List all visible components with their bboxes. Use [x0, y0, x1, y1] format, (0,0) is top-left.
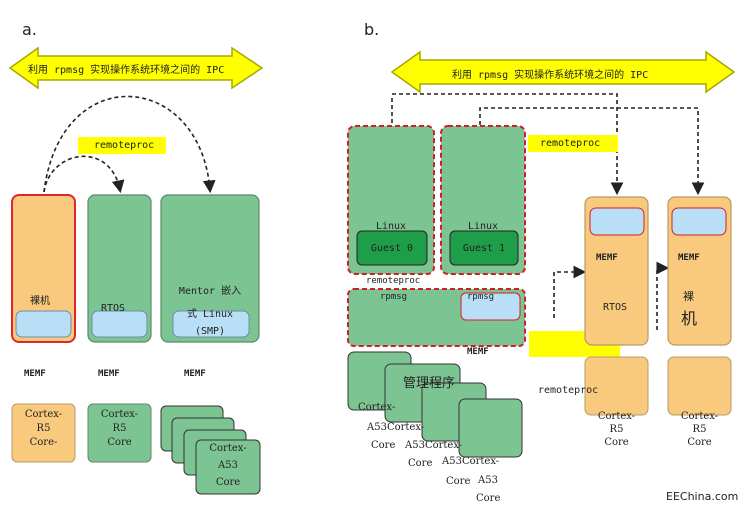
- remoteproc-arc-rtos: [43, 155, 125, 194]
- memf-bare-label-b: MEMF: [678, 253, 700, 263]
- remoteproc-arc-linux: [43, 95, 216, 194]
- ipc-banner-arrow-a: [8, 46, 264, 90]
- a53-text-9: Core: [476, 493, 501, 504]
- cortex-a53-stack-b4: [458, 398, 523, 458]
- mentor-label-line3: (SMP): [194, 326, 226, 337]
- remoteproc-label-b: remoteproc: [540, 138, 601, 149]
- watermark: EEChina.com: [666, 490, 739, 503]
- rpmsg-right-label: rpmsg: [467, 292, 495, 302]
- ipc-banner-arrow-b: [390, 50, 736, 94]
- a53-text-2: A53Cortex-: [367, 422, 425, 433]
- a53-text-6: A53Cortex-: [442, 456, 500, 467]
- mentor-label-line1: Mentor 嵌入: [178, 286, 242, 297]
- memf-label-a1: MEMF: [24, 369, 46, 379]
- rtos-label-b: RTOS: [603, 302, 628, 313]
- panel-b-letter: b.: [364, 20, 380, 39]
- a53-text-5: Core: [408, 458, 433, 469]
- rtos-memf-b: [589, 207, 645, 236]
- bare-metal-label-b1: 裸: [683, 290, 694, 303]
- mentor-label-line2: 式 Linux: [186, 309, 234, 320]
- bare-metal-memf-b: [671, 207, 727, 236]
- remoteproc-highlight-a: [78, 137, 166, 154]
- a53-text-3: Core: [371, 440, 396, 451]
- linux-memf-a: [172, 310, 250, 338]
- linux-guest0-label: Linux: [375, 221, 407, 232]
- bare-metal-memf-a: [15, 310, 72, 338]
- a53-text-7: Core: [446, 476, 471, 487]
- ipc-banner-text-b: 利用 rpmsg 实现操作系统环境之间的 IPC: [452, 70, 649, 81]
- hypervisor-label: 管理程序: [403, 376, 456, 391]
- memf-label-a2: MEMF: [98, 369, 120, 379]
- linux-box-a: [160, 194, 260, 343]
- cortex-r5-core-b1: [584, 356, 649, 416]
- remoteproc-bottom-label: remoteproc: [538, 385, 599, 396]
- cortex-r5-core-b2: [667, 356, 732, 416]
- linux-guest1-inner: [449, 230, 519, 266]
- bare-metal-label-b2: 机: [681, 309, 698, 328]
- bare-metal-label-a: 裸机: [30, 296, 50, 307]
- hypervisor-rpmsg-buffer: [460, 292, 521, 321]
- linux-guest0-sub: Guest 0: [370, 243, 414, 254]
- rtos-box-a: [87, 194, 152, 343]
- remoteproc-label-a: remoteproc: [94, 140, 155, 151]
- rtos-label-a: RTOS: [101, 303, 126, 314]
- memf-hyp-label: MEMF: [467, 347, 489, 357]
- a53-text-1: Cortex-: [358, 402, 396, 413]
- memf-rtos-label-b: MEMF: [596, 253, 618, 263]
- linux-guest0-inner: [356, 230, 428, 266]
- rtos-memf-a: [91, 310, 148, 338]
- panel-a-letter: a.: [22, 20, 37, 39]
- remoteproc-highlight-b: [528, 135, 618, 152]
- cortex-r5-core-a1: [11, 403, 76, 463]
- ipc-banner-text-a: 利用 rpmsg 实现操作系统环境之间的 IPC: [28, 65, 225, 76]
- a53-text-8: A53: [478, 475, 498, 486]
- a53-text-4: A53Cortex-: [405, 440, 463, 451]
- cortex-r5-core-a2: [87, 403, 152, 463]
- memf-label-a3: MEMF: [184, 369, 206, 379]
- rpmsg-left-label: rpmsg: [380, 292, 408, 302]
- remoteproc-small-label: remoteproc: [366, 276, 421, 286]
- bare-metal-box-a: [11, 194, 76, 343]
- cortex-a53-stack-a4: [195, 439, 261, 495]
- linux-guest1-sub: Guest 1: [462, 243, 506, 254]
- linux-guest1-label: Linux: [467, 221, 499, 232]
